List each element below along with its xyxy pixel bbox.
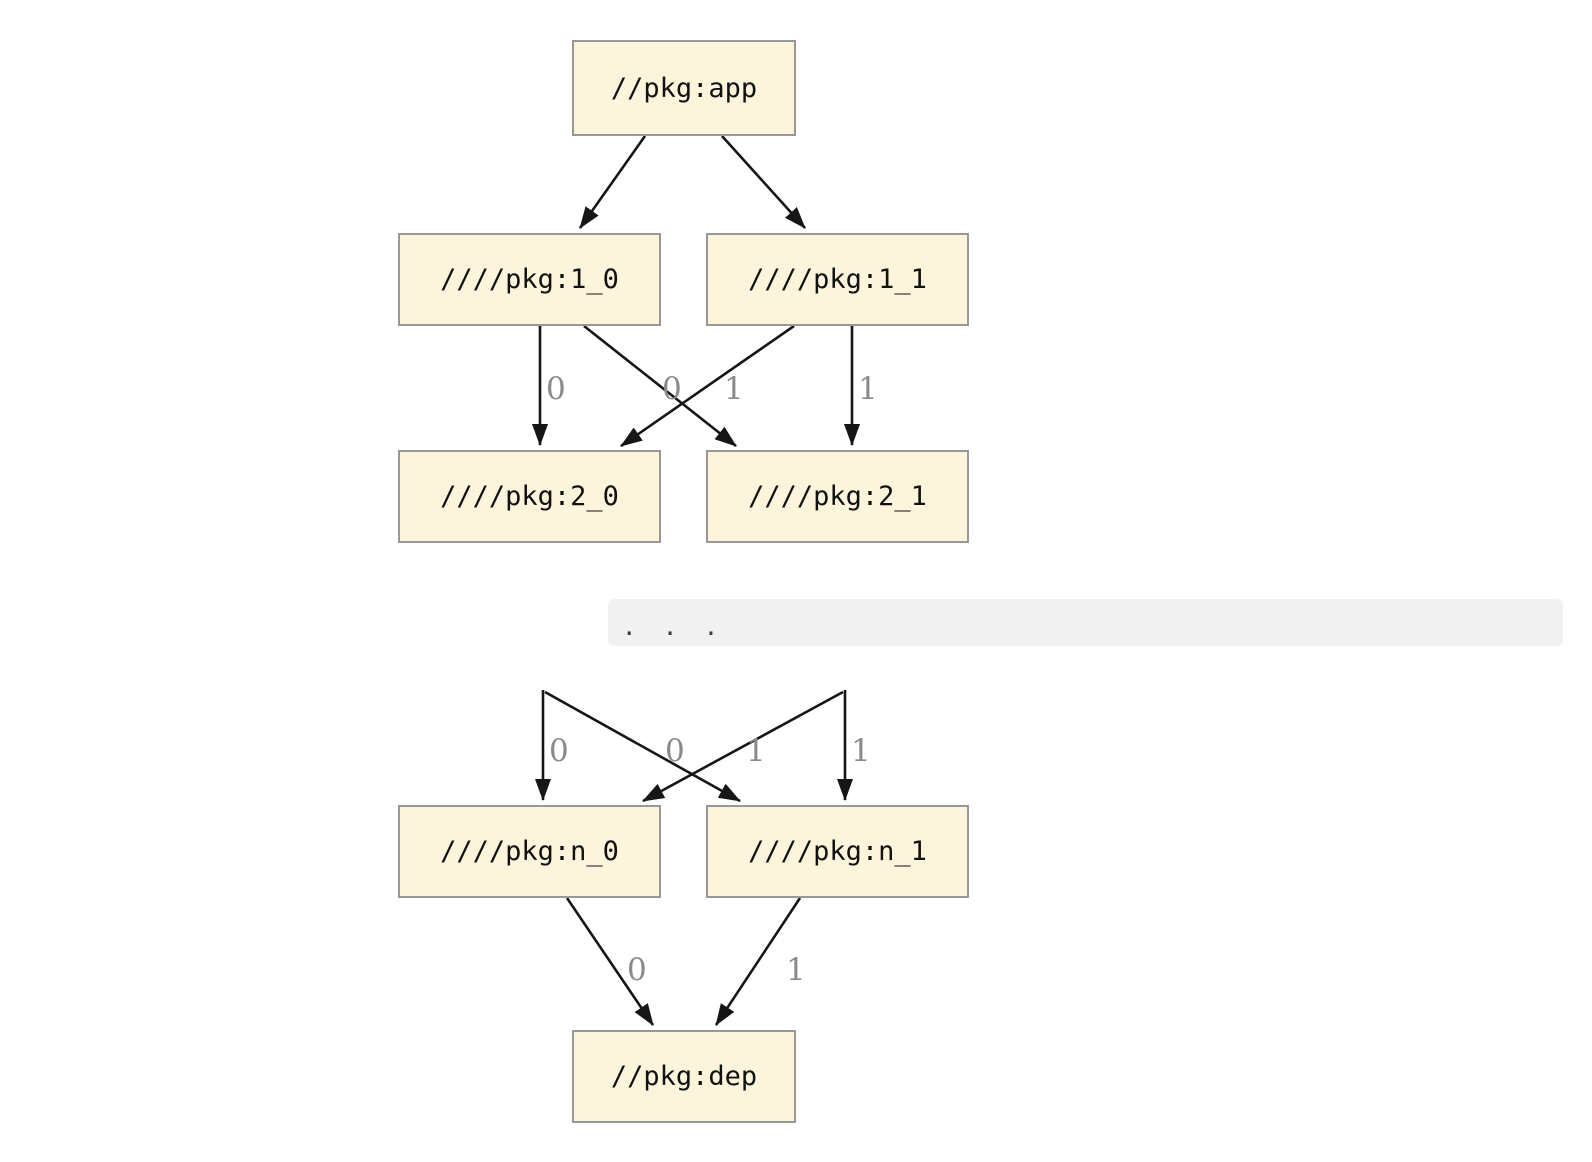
ellipsis-code-block: . . . [608,599,1563,646]
node-pkg-1-0: ////pkg:1_0 [398,233,661,326]
edge-label: 1 [786,952,806,988]
edge-elided-left-to-pkg-n-1 [544,690,741,803]
edge-label: 1 [724,371,744,407]
node-pkg-n-0: ////pkg:n_0 [398,805,661,898]
edge-label: 1 [746,733,766,769]
ellipsis-text: . . . [622,612,725,641]
edge-pkg-1-0-to-pkg-2-1 [583,324,737,448]
edge-elided-right-to-pkg-n-0 [642,690,844,803]
edge-label: 0 [546,371,566,407]
node-pkg-app: //pkg:app [572,40,796,136]
edge-label: 0 [549,733,569,769]
edge-label: 0 [662,371,682,407]
edge-pkg-n-1-to-dep [714,897,802,1026]
edge-label: 0 [665,733,685,769]
node-pkg-1-1: ////pkg:1_1 [706,233,969,326]
edge-app-to-pkg-1-1 [721,135,806,229]
edge-label: 0 [627,952,647,988]
edge-label: 1 [858,371,878,407]
node-pkg-2-0: ////pkg:2_0 [398,450,661,543]
edge-pkg-n-0-to-dep [565,897,655,1026]
node-pkg-dep: //pkg:dep [572,1030,796,1123]
edge-app-to-pkg-1-0 [578,135,647,229]
edge-label: 1 [851,733,871,769]
node-pkg-2-1: ////pkg:2_1 [706,450,969,543]
node-pkg-n-1: ////pkg:n_1 [706,805,969,898]
edge-pkg-1-1-to-pkg-2-0 [620,324,795,448]
